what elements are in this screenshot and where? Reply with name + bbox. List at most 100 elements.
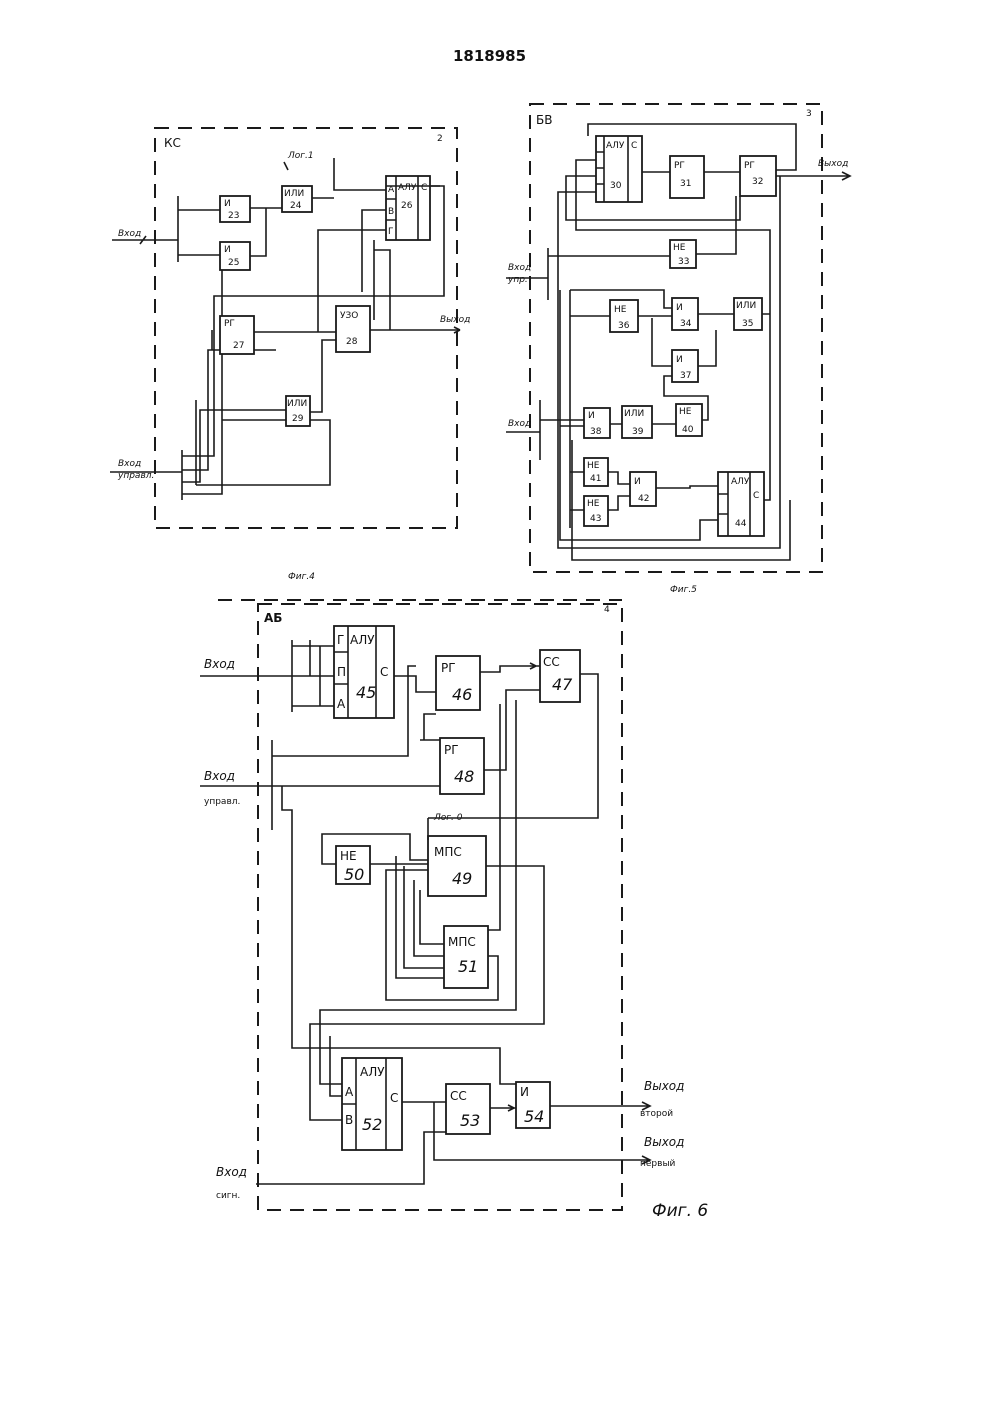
fig6-block-48-name: РГ [444, 743, 459, 757]
fig6-block-45-port-p: П [337, 665, 346, 679]
fig4-block-28-name: УЗО [340, 311, 358, 321]
fig6-block-45-port-c: С [380, 665, 388, 679]
fig5-block-30-num: 30 [610, 181, 622, 191]
fig5-block-36-name: НЕ [614, 305, 627, 315]
fig5-block-42-num: 42 [638, 494, 649, 504]
fig4-unit-label: КС [164, 136, 181, 150]
fig4-output-label: Выход [440, 315, 470, 325]
fig5-unit-number: 3 [806, 109, 812, 119]
fig4-block-23-name: И [224, 199, 231, 209]
fig4-block-24-name: ИЛИ [284, 189, 304, 199]
fig4-block-29-name: ИЛИ [287, 399, 307, 409]
document-number: 1818985 [453, 47, 526, 65]
fig4-block-25-name: И [224, 245, 231, 255]
fig5-block-36-num: 36 [618, 321, 630, 331]
fig5-block-39-name: ИЛИ [624, 409, 644, 419]
fig6-block-54-num: 54 [524, 1107, 544, 1126]
fig6-output2-label-2: второй [640, 1109, 673, 1119]
fig6-block-45-port-a: А [337, 697, 346, 711]
fig5-block-38-name: И [588, 411, 595, 421]
fig6-block-52-port-a: А [345, 1085, 354, 1099]
fig4-block-23-num: 23 [228, 211, 239, 221]
fig6-signal-input-label-1: Вход [216, 1165, 247, 1179]
fig4-block-26-port-r: Г [388, 227, 394, 237]
fig6-block-51-num: 51 [458, 957, 478, 976]
fig6-block-52-port-c: С [390, 1091, 398, 1105]
figure-6: АБ 4 Г П А АЛУ 45 С РГ 46 СС 47 РГ 48 МП… [200, 600, 708, 1221]
fig6-unit-label: АБ [264, 611, 282, 625]
fig4-block-26-num: 26 [401, 201, 413, 211]
fig5-data-input-label: Вход [508, 419, 531, 429]
fig5-block-35-name: ИЛИ [736, 301, 756, 311]
fig4-block-26-name: АЛУ [398, 183, 417, 193]
fig5-block-41-name: НЕ [587, 461, 600, 471]
fig6-data-input-label: Вход [204, 657, 235, 671]
fig5-block-37-num: 37 [680, 371, 691, 381]
fig5-block-41-num: 41 [590, 474, 601, 484]
fig5-block-40-name: НЕ [679, 407, 692, 417]
fig6-block-49-name: МПС [434, 845, 462, 859]
fig6-ctrl-input-label-1: Вход [204, 769, 235, 783]
fig4-block-25-num: 25 [228, 258, 239, 268]
fig5-block-33-name: НЕ [673, 243, 686, 253]
fig5-block-31-num: 31 [680, 179, 691, 189]
fig5-output-label: Выход [818, 159, 848, 169]
fig5-caption: Фиг.5 [670, 585, 697, 595]
fig5-unit-label: БВ [536, 113, 552, 127]
fig5-block-43-num: 43 [590, 514, 601, 524]
fig6-block-52-port-b: В [345, 1113, 353, 1127]
fig5-ctrl-input-label-2: упр. [507, 275, 528, 285]
fig5-block-37-name: И [676, 355, 683, 365]
fig6-block-51-name: МПС [448, 935, 476, 949]
fig6-caption: Фиг. 6 [652, 1201, 708, 1221]
fig6-block-46-name: РГ [441, 661, 456, 675]
fig6-ctrl-input-label-2: управл. [204, 797, 240, 807]
fig5-block-35-num: 35 [742, 319, 753, 329]
fig5-block-44-port-c: С [753, 491, 759, 501]
fig4-block-27-name: РГ [224, 319, 235, 329]
fig6-output1-label-1: Выход [644, 1135, 684, 1149]
fig5-block-44-name: АЛУ [731, 477, 750, 487]
fig6-unit-number: 4 [604, 605, 610, 615]
fig4-block-27-num: 27 [233, 341, 244, 351]
fig6-block-45-num: 45 [356, 683, 376, 702]
fig6-block-50-name: НЕ [340, 849, 357, 863]
fig6-block-49-num: 49 [452, 869, 472, 888]
figure-5: БВ 3 АЛУ 30 С РГ 31 РГ 32 НЕ 33 И 34 ИЛИ… [506, 104, 850, 595]
fig5-block-39-num: 39 [632, 427, 644, 437]
fig4-data-input-label: Вход [118, 229, 141, 239]
figure-4: КС 2 Вход Вход управл. Лог.1 И 23 ИЛИ 24… [110, 128, 470, 582]
fig6-block-53-name: СС [450, 1089, 467, 1103]
fig4-block-28-num: 28 [346, 337, 358, 347]
fig6-output2-label-1: Выход [644, 1079, 684, 1093]
fig5-block-38-num: 38 [590, 427, 602, 437]
fig4-block-26-port-b: В [388, 207, 394, 217]
fig6-block-53-num: 53 [460, 1111, 480, 1130]
fig6-block-50-num: 50 [344, 865, 364, 884]
fig5-block-42-name: И [634, 477, 641, 487]
fig4-block-26-port-c: С [421, 183, 427, 193]
fig5-block-32-num: 32 [752, 177, 763, 187]
fig5-ctrl-input-label-1: Вход [508, 263, 531, 273]
fig4-unit-number: 2 [437, 134, 443, 144]
fig6-block-47-name: СС [543, 655, 560, 669]
fig5-block-43-name: НЕ [587, 499, 600, 509]
fig5-block-33-num: 33 [678, 257, 689, 267]
fig6-block-46-num: 46 [452, 685, 472, 704]
fig6-block-52-name: АЛУ [360, 1065, 385, 1079]
fig5-block-44-num: 44 [735, 519, 747, 529]
fig4-ctrl-input-label-1: Вход [118, 459, 141, 469]
fig6-block-47-num: 47 [552, 675, 573, 694]
fig6-wiring [200, 640, 650, 1184]
fig6-signal-input-label-2: сигн. [216, 1191, 240, 1201]
fig4-block-29-num: 29 [292, 414, 304, 424]
fig4-block-24-num: 24 [290, 201, 302, 211]
fig6-block-45-name: АЛУ [350, 633, 375, 647]
fig6-block-45-port-g: Г [337, 633, 344, 647]
fig6-block-48-num: 48 [454, 767, 474, 786]
fig4-const-label: Лог.1 [287, 151, 314, 161]
fig5-block-34-name: И [676, 303, 683, 313]
fig5-block-30-port-c: С [631, 141, 637, 151]
fig5-block-34-num: 34 [680, 319, 692, 329]
fig5-block-40-num: 40 [682, 425, 694, 435]
